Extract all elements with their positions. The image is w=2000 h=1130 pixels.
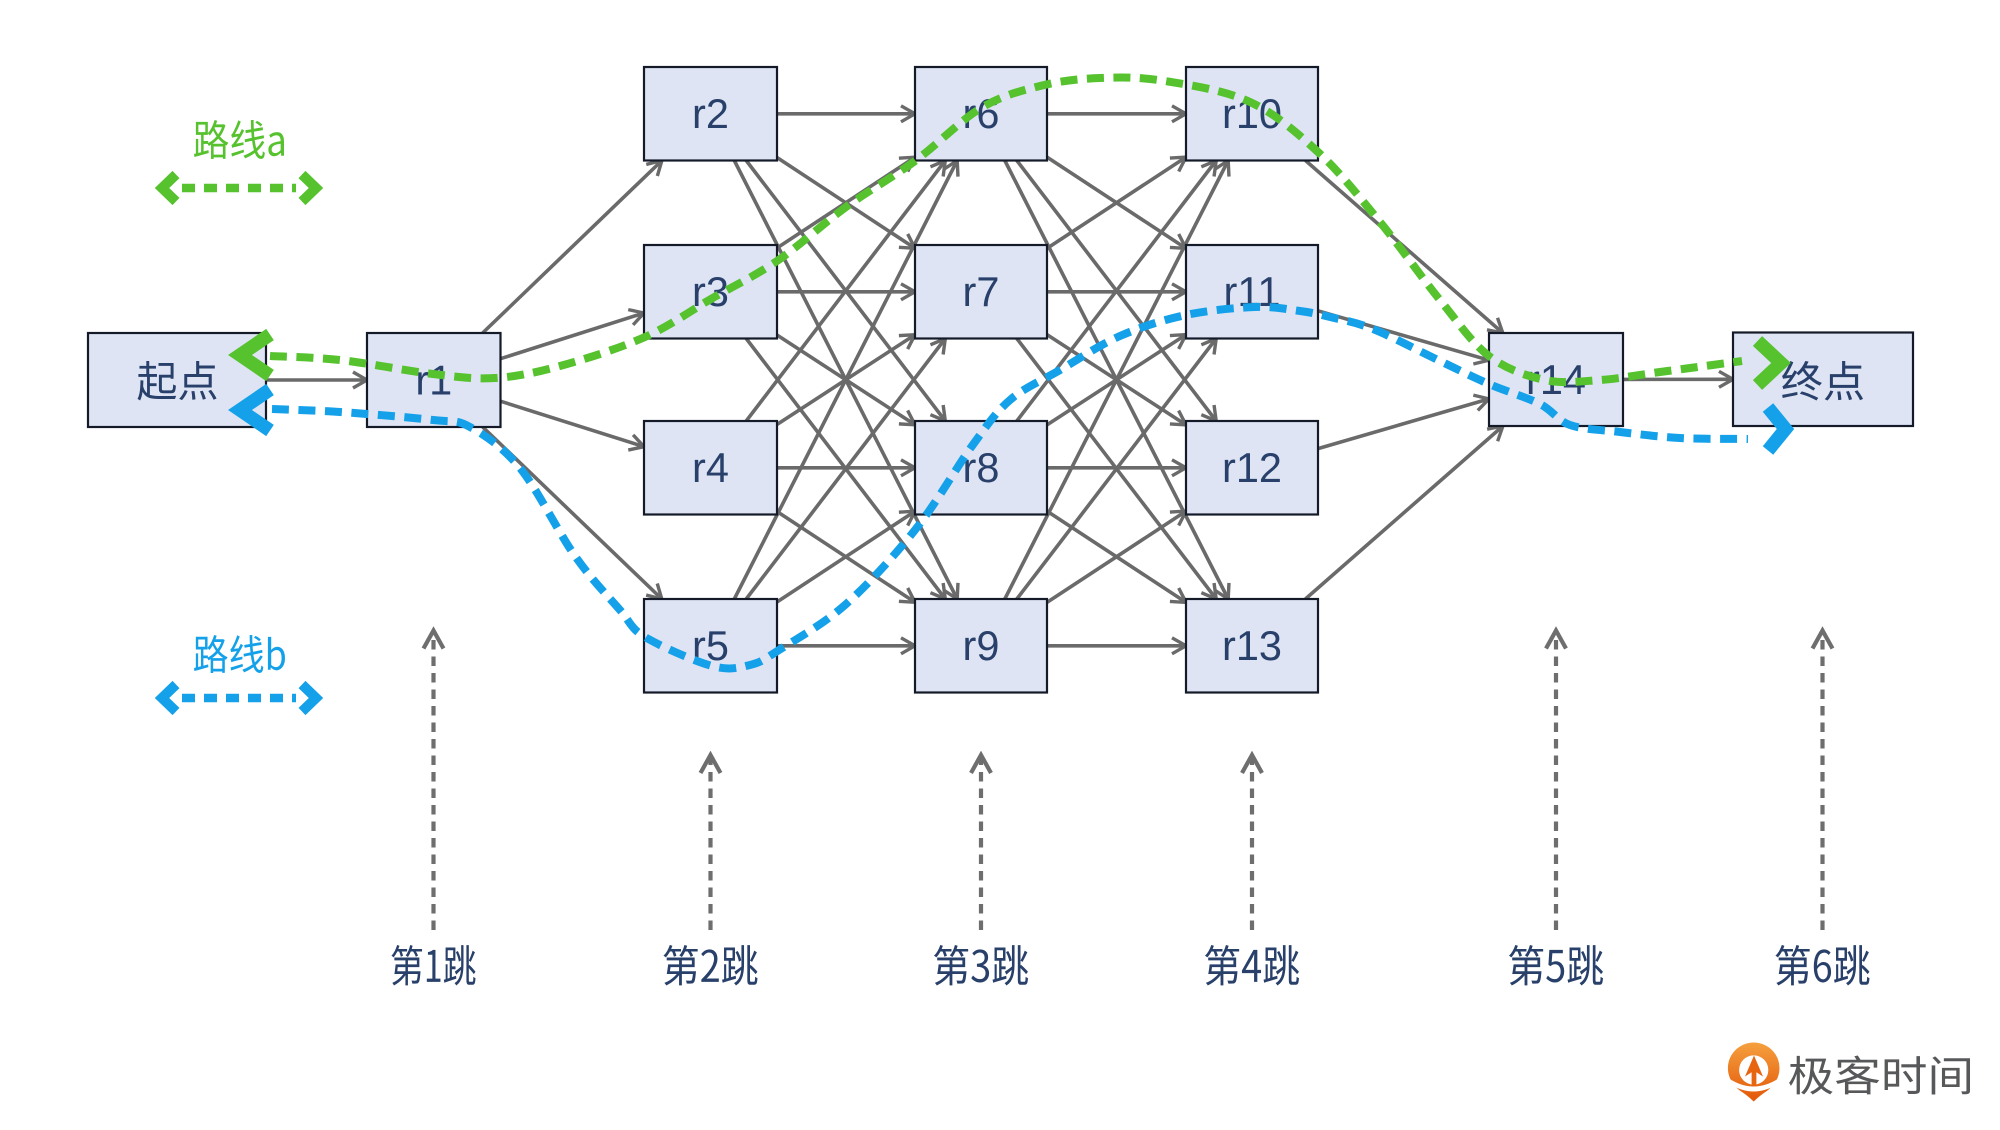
svg-text:r4: r4 bbox=[692, 444, 729, 491]
svg-text:r9: r9 bbox=[963, 622, 1000, 669]
svg-text:r8: r8 bbox=[963, 444, 1000, 491]
svg-text:r1: r1 bbox=[415, 357, 452, 404]
svg-text:r3: r3 bbox=[692, 268, 729, 315]
svg-text:r7: r7 bbox=[963, 268, 1000, 315]
svg-text:r2: r2 bbox=[692, 90, 729, 137]
svg-text:r13: r13 bbox=[1222, 622, 1282, 669]
svg-text:r12: r12 bbox=[1222, 444, 1282, 491]
